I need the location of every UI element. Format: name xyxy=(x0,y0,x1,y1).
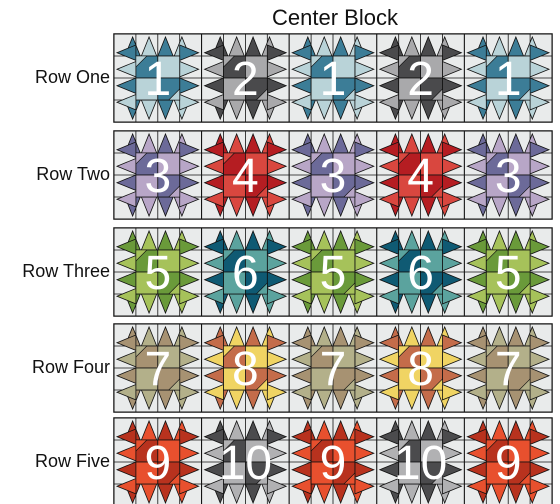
block-number: 10 xyxy=(394,437,447,490)
block-number: 7 xyxy=(495,343,522,396)
quilt-row: 1 2 1 2 1 xyxy=(114,34,552,122)
block-number: 4 xyxy=(232,150,259,203)
block-number: 5 xyxy=(144,247,171,300)
block-number: 4 xyxy=(407,150,434,203)
quilt-row: 5 6 5 6 5 xyxy=(114,228,552,316)
quilt-row: 7 8 7 8 7 xyxy=(114,324,552,412)
block-number: 2 xyxy=(232,53,259,106)
block-number: 6 xyxy=(407,247,434,300)
quilt-block: 2 xyxy=(377,34,465,122)
quilt-block: 4 xyxy=(377,131,465,219)
quilt-block: 2 xyxy=(202,34,290,122)
block-number: 8 xyxy=(407,343,434,396)
quilt-block: 9 xyxy=(114,418,202,504)
quilt-block: 3 xyxy=(289,131,377,219)
quilt-block: 1 xyxy=(289,34,377,122)
block-number: 1 xyxy=(320,53,347,106)
quilt-block: 5 xyxy=(114,228,202,316)
block-number: 1 xyxy=(144,53,171,106)
block-number: 3 xyxy=(495,150,522,203)
quilt-block: 6 xyxy=(377,228,465,316)
block-number: 6 xyxy=(232,247,259,300)
quilt-block: 1 xyxy=(464,34,552,122)
quilt-block: 3 xyxy=(114,131,202,219)
block-number: 3 xyxy=(320,150,347,203)
quilt-block: 10 xyxy=(377,418,465,504)
quilt-block: 3 xyxy=(464,131,552,219)
block-number: 8 xyxy=(232,343,259,396)
quilt-block: 6 xyxy=(202,228,290,316)
block-number: 9 xyxy=(320,437,347,490)
quilt-block: 7 xyxy=(464,324,552,412)
quilt-block: 4 xyxy=(202,131,290,219)
block-number: 5 xyxy=(320,247,347,300)
quilt-block: 10 xyxy=(202,418,290,504)
block-number: 10 xyxy=(219,437,272,490)
quilt-block: 9 xyxy=(464,418,552,504)
block-number: 1 xyxy=(495,53,522,106)
quilt-block: 7 xyxy=(289,324,377,412)
block-number: 9 xyxy=(144,437,171,490)
quilt-block: 9 xyxy=(289,418,377,504)
block-number: 7 xyxy=(320,343,347,396)
quilt-block: 7 xyxy=(114,324,202,412)
quilt-row: 3 4 3 4 3 xyxy=(114,131,552,219)
quilt-block: 5 xyxy=(289,228,377,316)
block-number: 7 xyxy=(144,343,171,396)
quilt-block: 8 xyxy=(377,324,465,412)
quilt-block: 1 xyxy=(114,34,202,122)
block-number: 2 xyxy=(407,53,434,106)
quilt-block: 8 xyxy=(202,324,290,412)
block-number: 5 xyxy=(495,247,522,300)
block-number: 9 xyxy=(495,437,522,490)
quilt-row: 9 10 9 10 9 xyxy=(114,418,552,504)
block-number: 3 xyxy=(144,150,171,203)
quilt-block: 5 xyxy=(464,228,552,316)
